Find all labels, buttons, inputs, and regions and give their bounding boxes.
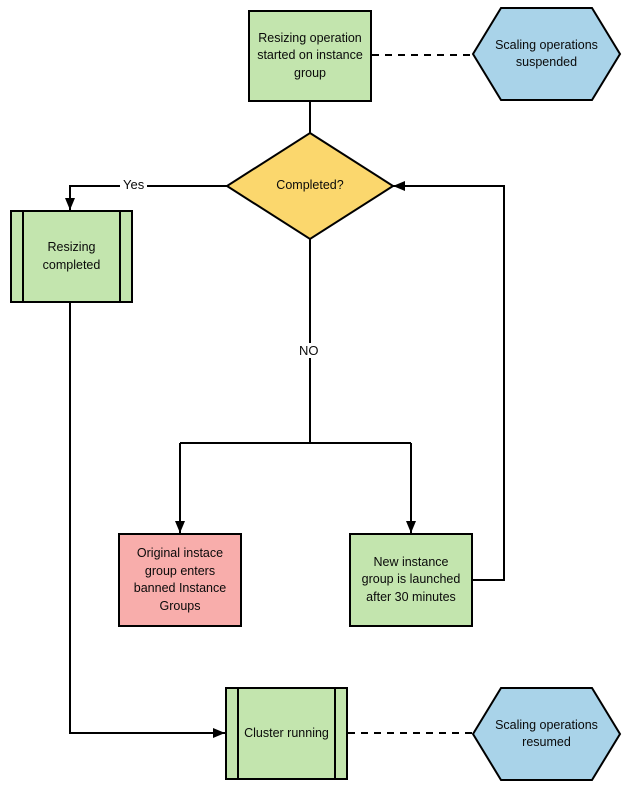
edge-label-no: NO [296,343,322,358]
decision-diamond-shape [225,131,395,241]
node-new-instance-group: New instance group is launched after 30 … [349,533,473,627]
edge-resizing-completed-to-cluster [69,303,225,738]
node-cluster-running: Cluster running [225,687,348,780]
edge-label-yes: Yes [120,177,148,192]
edge-new-group-to-completed [393,181,505,581]
node-resizing-completed: Resizing completed [10,210,133,303]
node-resizing-started: Resizing operation started on instance g… [248,10,372,102]
node-banned-instance-groups: Original instace group enters banned Ins… [118,533,242,627]
hexagon-resumed-shape [471,687,622,781]
hexagon-suspended-shape [471,7,622,101]
edge-completed-yes-to-resizing-completed [65,185,227,210]
